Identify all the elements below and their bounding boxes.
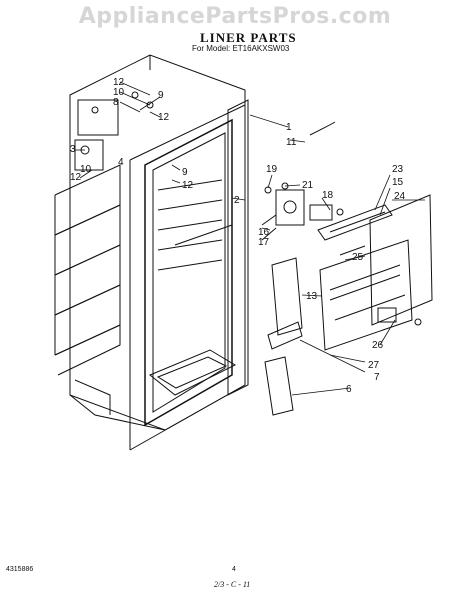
model-subtitle: For Model: ET16AKXSW03 (192, 44, 290, 53)
callout-7: 7 (374, 372, 380, 383)
callout-17: 17 (258, 237, 270, 248)
callout-15: 15 (392, 177, 404, 188)
drain-tube (309, 121, 336, 136)
callout-11: 11 (286, 137, 297, 148)
callout-18: 18 (322, 190, 334, 201)
divider-bracket (264, 356, 294, 416)
callout-12: 12 (113, 77, 125, 88)
leader-lines (75, 81, 425, 396)
callout-21: 21 (302, 180, 314, 191)
thermostat-assembly (261, 182, 344, 241)
callout-4: 4 (118, 157, 124, 168)
control-housing (317, 194, 433, 351)
diagram-title: LINER PARTS (200, 30, 297, 45)
callout-3: 3 (70, 144, 76, 155)
liner-cabinet (54, 54, 246, 451)
callout-9: 9 (158, 90, 164, 101)
callout-1: 1 (286, 122, 292, 133)
light-shield (271, 257, 303, 336)
callout-26: 26 (372, 340, 384, 351)
callout-25: 25 (352, 252, 364, 263)
callout-10: 10 (80, 164, 92, 175)
document-number: 4315886 (6, 566, 34, 573)
callout-12: 12 (70, 172, 82, 183)
revision-code: 2/3 - C - 11 (214, 580, 251, 589)
callout-8: 8 (113, 97, 119, 108)
callout-10: 10 (113, 87, 125, 98)
callout-6: 6 (346, 384, 352, 395)
callout-16: 16 (258, 227, 270, 238)
door-liner-frame (227, 99, 249, 396)
callout-13: 13 (306, 291, 318, 302)
callout-12: 12 (182, 180, 194, 191)
watermark: AppliancePartsPros.com (78, 4, 392, 29)
callout-12: 12 (158, 112, 170, 123)
callout-2: 2 (234, 195, 240, 206)
callout-27: 27 (368, 360, 380, 371)
callout-24: 24 (394, 191, 406, 202)
callout-9: 9 (182, 167, 188, 178)
mullion-cover (267, 321, 303, 350)
callout-23: 23 (392, 164, 404, 175)
page-number: 4 (232, 566, 236, 573)
callout-19: 19 (266, 164, 278, 175)
callout-numbers: 12 10 8 9 12 1 11 9 12 3 4 10 12 19 21 1… (70, 77, 406, 395)
